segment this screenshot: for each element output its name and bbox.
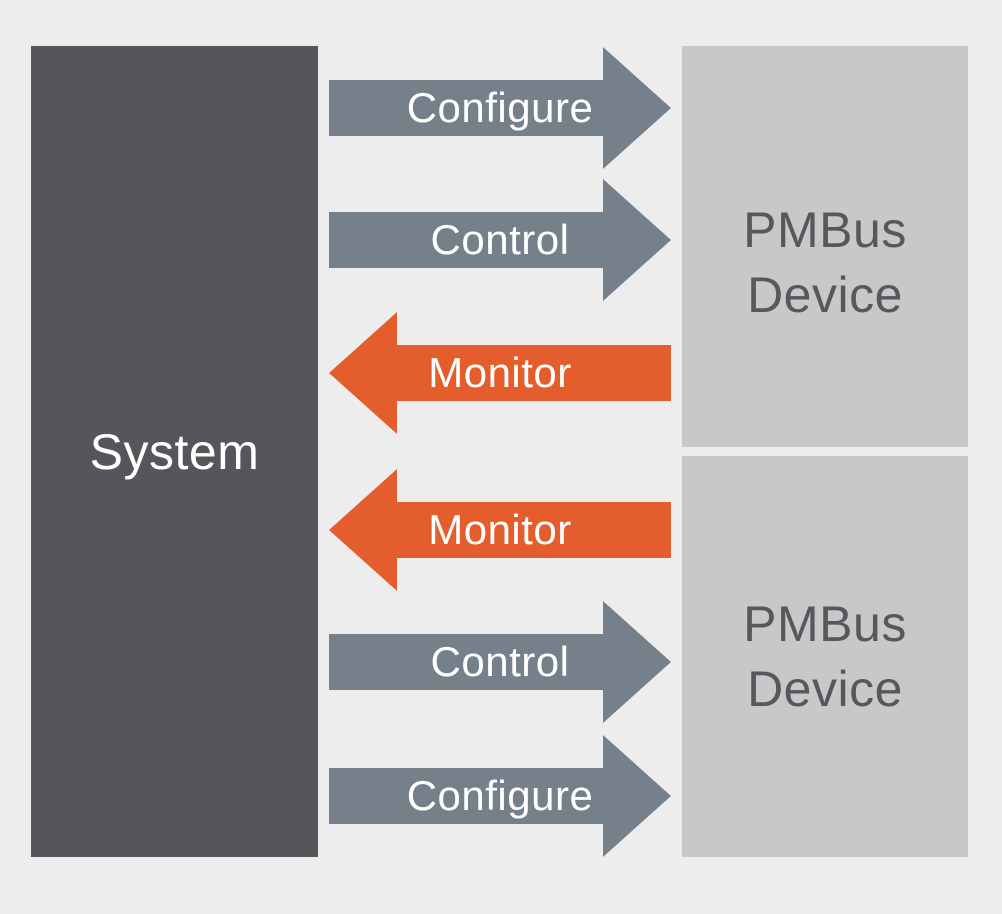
arrow-configure-1: Configure [329, 47, 671, 169]
arrow-monitor-1: Monitor [329, 312, 671, 434]
pmbus-device-1-label-line-1: PMBus [743, 201, 907, 258]
pmbus-device-1-label-line-2: Device [747, 266, 903, 323]
arrow-monitor-2: Monitor [329, 469, 671, 591]
system-box-label: System [89, 423, 260, 480]
pmbus-device-1-label: PMBus Device [743, 198, 907, 328]
pmbus-device-2-label-line-2: Device [747, 660, 903, 717]
arrow-configure-2: Configure [329, 735, 671, 857]
arrow-control-1: Control [329, 179, 671, 301]
pmbus-device-2-label-line-1: PMBus [743, 595, 907, 652]
pmbus-device-1-box: PMBus Device [682, 46, 968, 447]
arrow-control-2: Control [329, 601, 671, 723]
arrow-label: Configure [406, 84, 594, 131]
arrow-label: Control [430, 216, 570, 263]
pmbus-device-2-box: PMBus Device [682, 456, 968, 857]
arrow-label: Monitor [428, 506, 572, 553]
arrow-label: Control [430, 638, 570, 685]
pmbus-device-2-label: PMBus Device [743, 592, 907, 722]
system-box: System [31, 46, 318, 857]
arrow-label: Monitor [428, 349, 572, 396]
arrow-label: Configure [406, 772, 594, 819]
